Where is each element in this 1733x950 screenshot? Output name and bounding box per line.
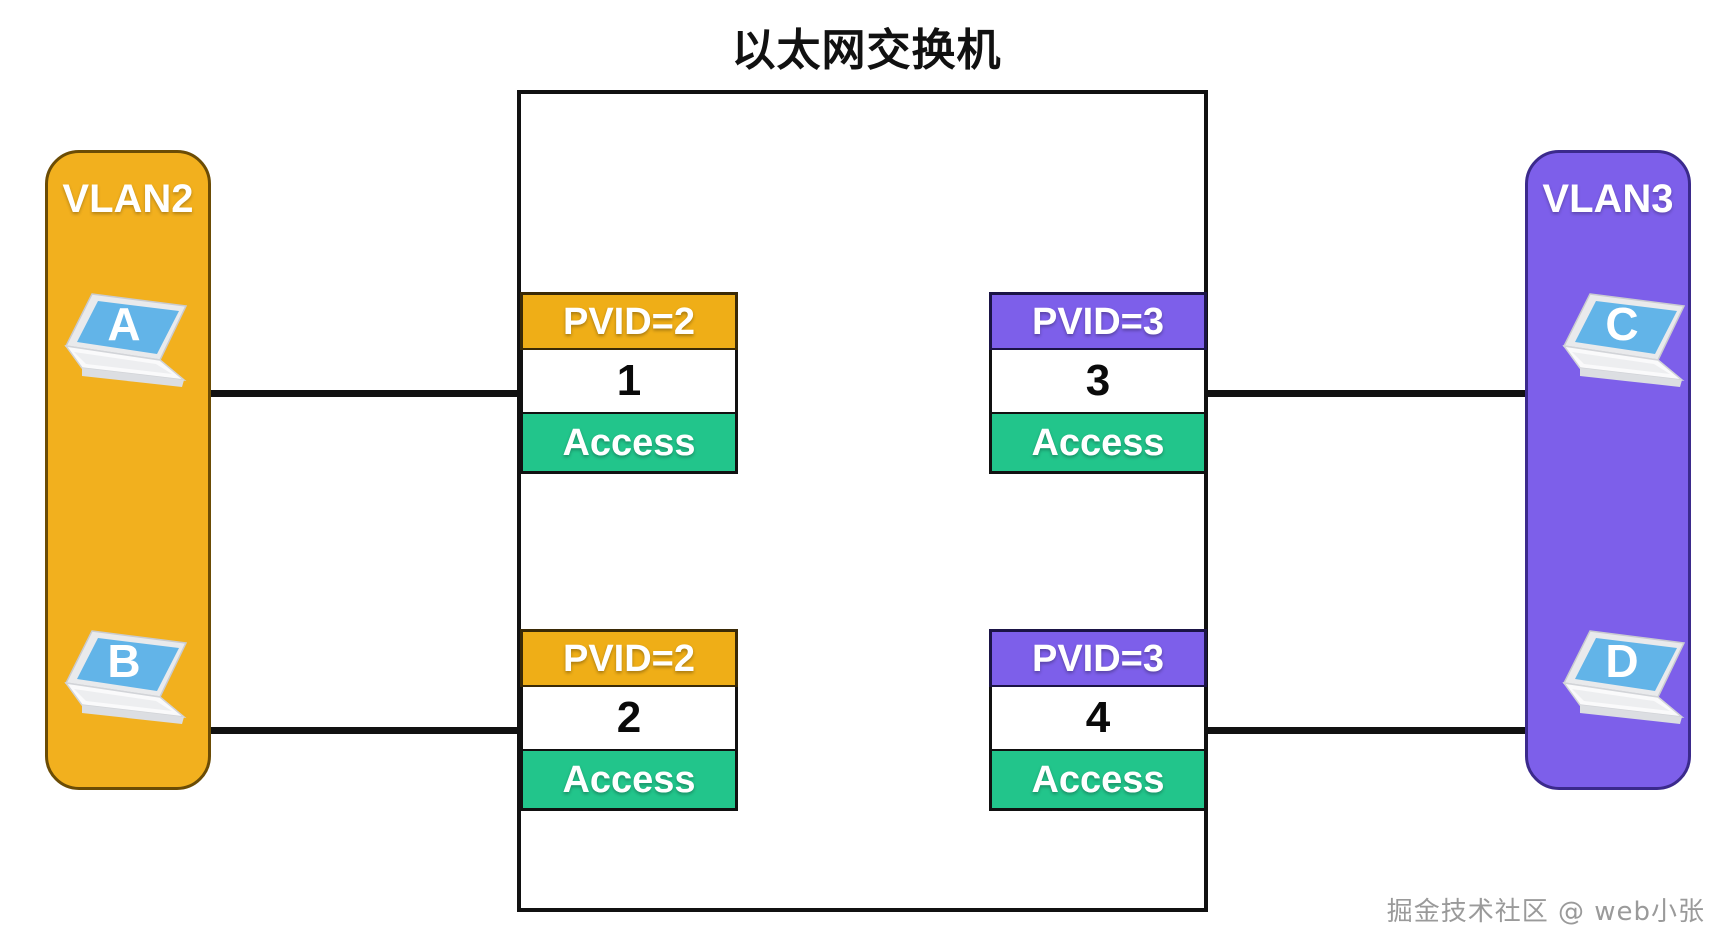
host-laptop-b[interactable]: B (52, 625, 192, 733)
laptop-icon: D (1562, 630, 1686, 724)
port-1-number: 1 (520, 350, 738, 412)
host-letter-d: D (1605, 635, 1638, 687)
laptop-icon: A (64, 293, 188, 387)
port-4-mode-label: Access (989, 749, 1207, 811)
port-3-pvid-label: PVID=3 (989, 292, 1207, 350)
port-1-mode-label: Access (520, 412, 738, 474)
switch-port-4[interactable]: PVID=3 4 Access (989, 629, 1207, 811)
watermark-text: 掘金技术社区 @ web小张 (1386, 897, 1705, 927)
host-laptop-a[interactable]: A (52, 288, 192, 396)
switch-port-3[interactable]: PVID=3 3 Access (989, 292, 1207, 474)
host-laptop-d[interactable]: D (1550, 625, 1690, 733)
port-4-pvid-label: PVID=3 (989, 629, 1207, 687)
switch-port-1[interactable]: PVID=2 1 Access (520, 292, 738, 474)
cable-a-to-port-1 (178, 390, 520, 397)
port-2-mode-label: Access (520, 749, 738, 811)
laptop-icon: B (64, 630, 188, 724)
port-3-number: 3 (989, 350, 1207, 412)
host-laptop-c[interactable]: C (1550, 288, 1690, 396)
cable-b-to-port-2 (178, 727, 520, 734)
cable-port-4-to-d (1205, 727, 1555, 734)
port-2-number: 2 (520, 687, 738, 749)
vlan-group-label-vlan3: VLAN3 (1542, 177, 1674, 221)
host-letter-b: B (107, 635, 140, 687)
page-title: 以太网交换机 (731, 25, 1002, 76)
host-letter-a: A (107, 298, 140, 350)
cable-port-3-to-c (1205, 390, 1555, 397)
switch-port-2[interactable]: PVID=2 2 Access (520, 629, 738, 811)
port-3-mode-label: Access (989, 412, 1207, 474)
port-2-pvid-label: PVID=2 (520, 629, 738, 687)
laptop-icon: C (1562, 293, 1686, 387)
vlan-group-label-vlan2: VLAN2 (62, 177, 194, 221)
port-4-number: 4 (989, 687, 1207, 749)
host-letter-c: C (1605, 298, 1638, 350)
port-1-pvid-label: PVID=2 (520, 292, 738, 350)
